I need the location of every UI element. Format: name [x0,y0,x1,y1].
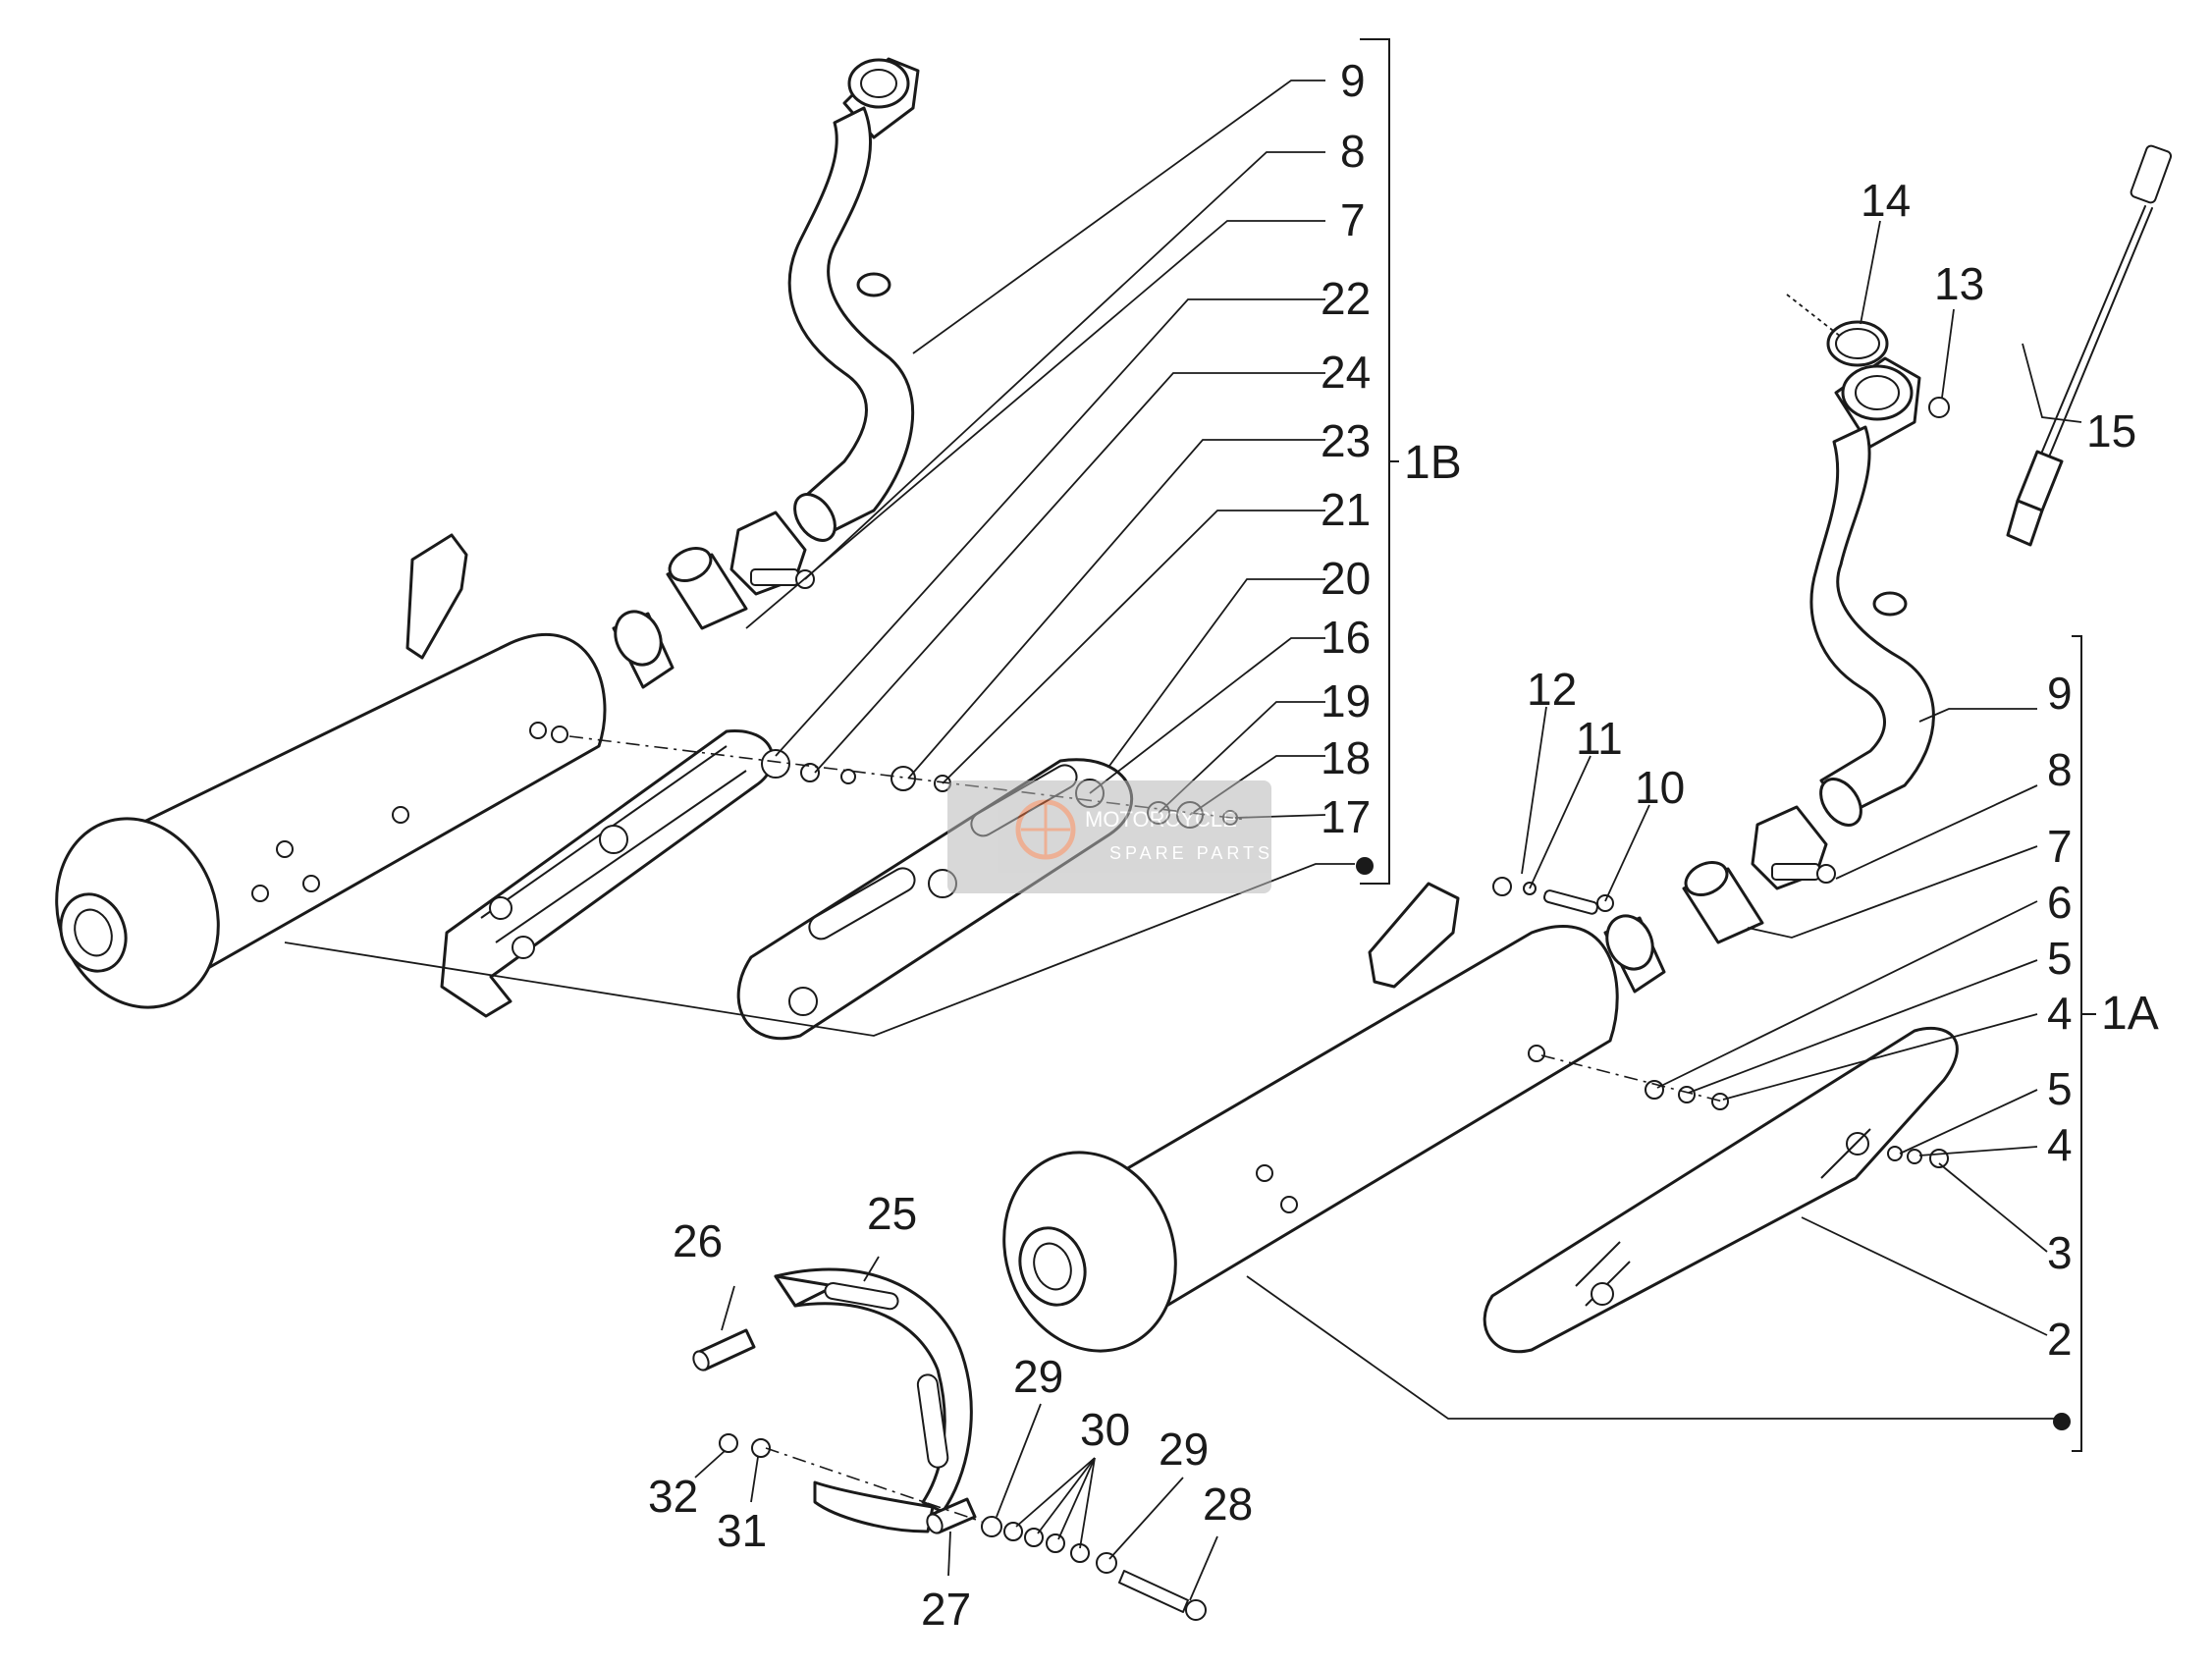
callout-29a: 29 [1013,1351,1063,1402]
nut [1928,397,1950,418]
right-header-pipe [1809,356,1935,827]
left-silencer [55,533,674,1009]
group-label-right: 1A [2101,988,2159,1040]
callout-left-21: 21 [1321,484,1371,535]
callout-right-4a: 4 [2047,988,2073,1039]
callout-left-20: 20 [1321,553,1371,604]
washer [719,1433,738,1453]
callout-15: 15 [2086,405,2136,457]
right-small-hardware [1492,877,1614,915]
watermark: MOTORCYCLE SPARE PARTS [947,780,1273,893]
right-exhaust-assembly [1002,144,2173,1452]
callout-right-6: 6 [2047,877,2073,928]
callout-left-7: 7 [1340,194,1366,245]
callout-27: 27 [921,1584,971,1635]
left-sleeve [666,547,748,630]
callout-26: 26 [673,1215,723,1266]
callout-left-17: 17 [1321,791,1371,842]
lambda-sensor [2006,144,2173,547]
callout-labels: 9 8 7 22 24 23 21 20 16 19 18 17 1B 12 1… [648,55,2159,1635]
callout-left-22: 22 [1321,273,1371,324]
callout-left-23: 23 [1321,415,1371,466]
callout-right-9: 9 [2047,668,2073,719]
callout-right-4b: 4 [2047,1119,2073,1170]
callout-right-2: 2 [2047,1314,2073,1365]
callout-13: 13 [1934,258,1984,309]
right-sleeve [1682,861,1764,944]
callout-left-19: 19 [1321,675,1371,726]
right-silencer [1002,882,1666,1353]
watermark-sub: SPARE PARTS [1109,843,1273,863]
washer-stack [981,1516,1117,1574]
right-clamp [1751,805,1836,890]
watermark-brand: MOTORCYCLE [1085,807,1237,832]
callout-29b: 29 [1159,1424,1209,1475]
callout-31: 31 [717,1505,767,1556]
right-heat-shield [1483,1026,1959,1354]
pin [692,1328,756,1371]
right-leader-lines [1246,220,2082,1420]
callout-10: 10 [1635,762,1685,813]
left-leader-lines [284,80,1355,1037]
callout-right-3: 3 [2047,1227,2073,1278]
callout-left-9: 9 [1340,55,1366,106]
strap-leader-lines [694,1256,1218,1601]
callout-left-18: 18 [1321,732,1371,783]
left-header-pipe [787,57,920,542]
callout-30: 30 [1080,1404,1130,1455]
spacer [926,1497,977,1534]
callout-28: 28 [1203,1479,1253,1530]
callout-left-16: 16 [1321,612,1371,663]
callout-11: 11 [1576,713,1623,764]
callout-left-24: 24 [1321,347,1371,398]
callout-14: 14 [1861,175,1911,226]
callout-25: 25 [867,1188,917,1239]
callout-12: 12 [1527,664,1577,715]
group-label-left: 1B [1404,437,1462,489]
strap [774,1267,973,1533]
globe-icon [1015,799,1076,860]
right-terminator-dot [2053,1413,2071,1430]
long-bolt [1118,1570,1207,1621]
callout-right-5b: 5 [2047,1063,2073,1114]
callout-32: 32 [648,1471,698,1522]
callout-left-8: 8 [1340,126,1366,177]
callout-right-5a: 5 [2047,933,2073,984]
strap-assembly [692,1256,1218,1621]
washer [751,1438,771,1458]
callout-right-8: 8 [2047,744,2073,795]
callout-right-7: 7 [2047,821,2073,872]
left-terminator-dot [1356,857,1374,875]
left-clamp [729,511,815,596]
